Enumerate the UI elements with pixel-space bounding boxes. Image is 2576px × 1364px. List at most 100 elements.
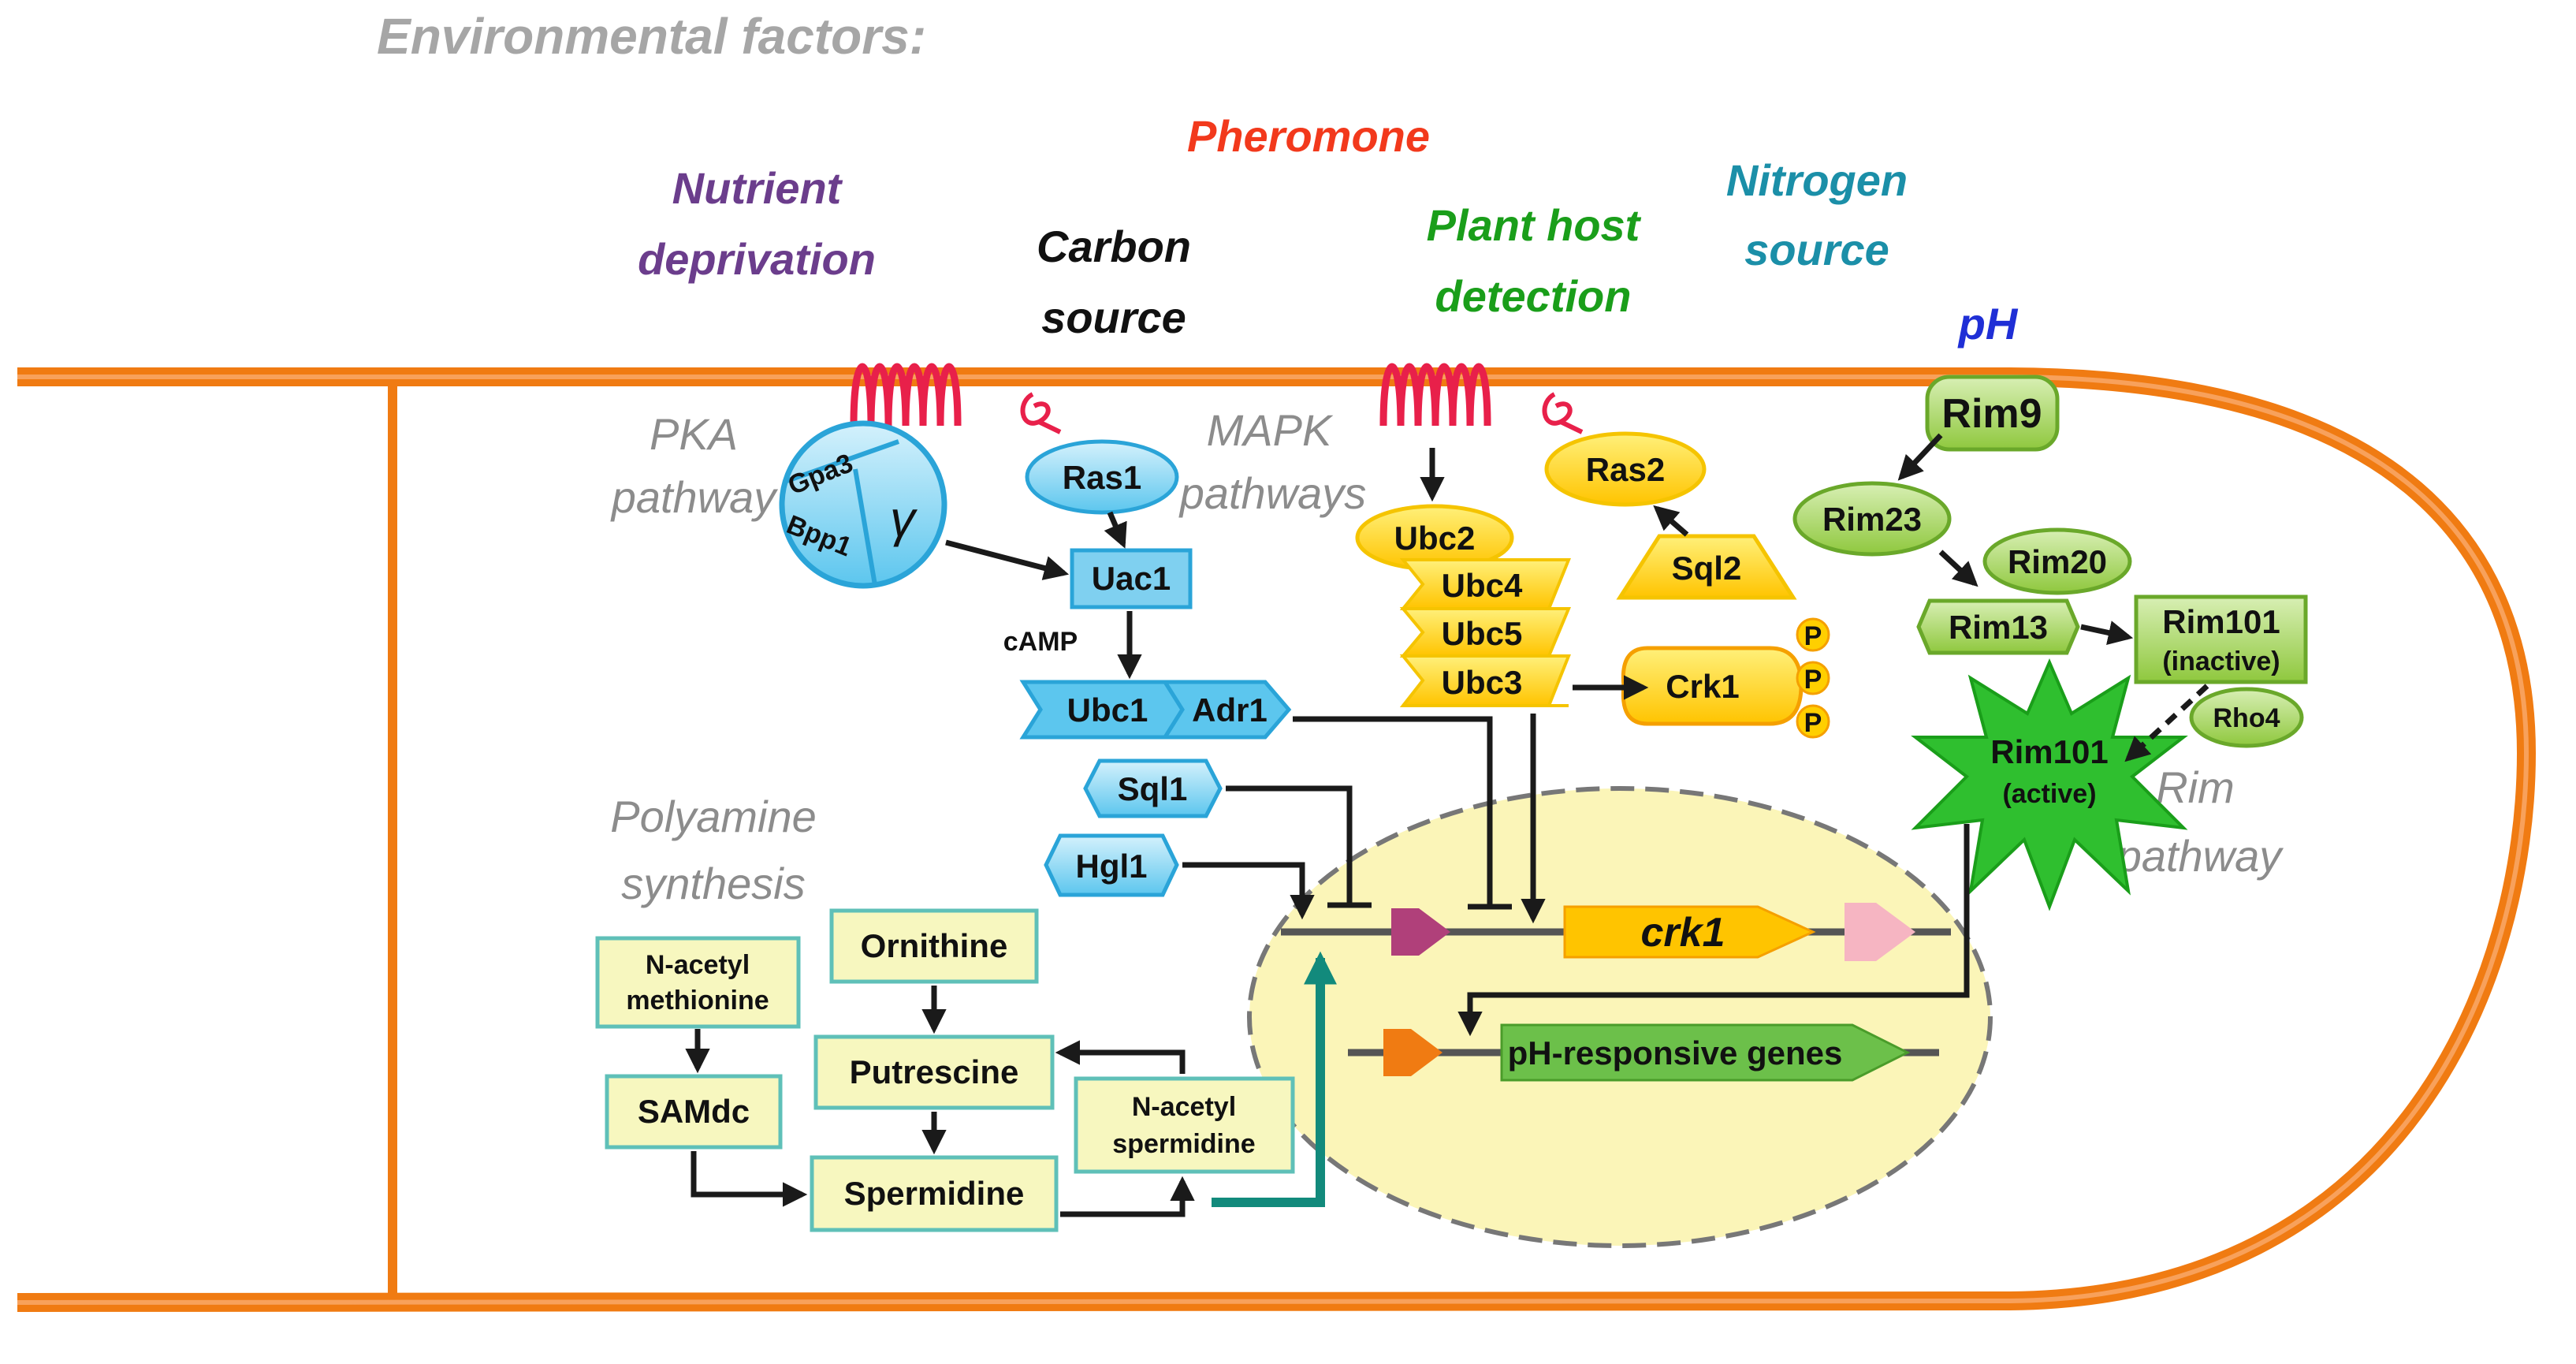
node-rim20: Rim20 [1982,527,2132,595]
rim-nodes: Rim9 Rim23 Rim20 Rim13 Rim101 (inactive)… [1792,375,2308,911]
svg-text:Ubc4: Ubc4 [1442,567,1523,604]
label-polyamine-synthesis-line2: synthesis [621,859,805,908]
factor-carbon-source-line2: source [1041,293,1186,342]
factor-pheromone: Pheromone [1187,111,1430,161]
gpcr-receptor-mapk-icon [1379,363,1491,427]
node-adr1: Adr1 [1161,680,1292,740]
ph-responsive-genes-arrow [1500,1023,1911,1082]
arrow-gprotein-uac1 [945,539,1070,580]
node-sql2: Sql2 [1616,534,1797,600]
mapk-nodes: Ubc2 Ubc4 Ubc5 Ubc3 Ras2 Sql2 Crk1 P [1355,431,1830,739]
factor-nutrient-deprivation-line2: deprivation [638,234,876,284]
label-pka-pathway-line1: PKA [650,409,738,459]
svg-text:(active): (active) [2002,779,2096,809]
crk1-gene-arrow [1563,905,1816,959]
label-rim-pathway-line1: Rim [2156,762,2235,812]
svg-text:methionine: methionine [626,986,769,1016]
node-rim23: Rim23 [1792,481,1952,557]
svg-text:Rim23: Rim23 [1822,501,1922,538]
node-gamma: γ [890,490,918,547]
svg-text:Adr1: Adr1 [1192,691,1268,729]
arrow-rim23-rim13 [1938,550,1979,587]
arrow-rim101-activation [2124,684,2209,762]
factor-plant-host-line2: detection [1435,271,1632,321]
pka-nodes: Ras1 Uac1 cAMP Ubc1 Adr1 Sql1 Hgl1 [1003,439,1292,897]
svg-text:Rim101: Rim101 [1990,733,2108,770]
node-ras1: Ras1 [1025,439,1179,515]
nucleus-contents: crk1 pH-responsive genes [1281,903,1951,1082]
node-uac1: Uac1 [1070,548,1193,609]
arrow-samdc-spermidine [691,1151,808,1207]
svg-text:Putrescine: Putrescine [850,1053,1019,1090]
node-ubc1: Ubc1 [1019,680,1185,740]
node-samdc: SAMdc [605,1074,783,1150]
heterotrimeric-g-protein: Gpa3 Bpp1 γ [779,420,947,589]
svg-text:Ras2: Ras2 [1586,451,1665,488]
arrow-ras1-uac1 [1104,511,1127,549]
lipid-anchor-ras1-icon [1020,392,1062,434]
factor-nitrogen-source-line2: source [1744,225,1889,274]
downstream-element-pink [1845,903,1915,961]
svg-text:P: P [1804,708,1822,738]
svg-text:spermidine: spermidine [1112,1129,1255,1159]
label-ph-responsive-genes: pH-responsive genes [1508,1034,1843,1071]
svg-text:Ubc2: Ubc2 [1394,520,1476,557]
node-rho4: Rho4 [2189,687,2304,748]
node-ubc3: Ubc3 [1399,654,1571,707]
node-ubc4: Ubc4 [1399,558,1571,610]
arrow-rim13-rim101 [2080,621,2134,646]
node-hgl1: Hgl1 [1044,833,1179,897]
factor-carbon-source-line1: Carbon [1037,222,1191,271]
node-n-acetyl-spermidine: N-acetyl spermidine [1074,1076,1295,1174]
polyamine-nodes: N-acetyl methionine SAMdc Ornithine Putr… [595,908,1295,1232]
svg-text:N-acetyl: N-acetyl [646,950,750,980]
svg-text:Rim20: Rim20 [2008,543,2107,580]
svg-text:Ubc5: Ubc5 [1442,615,1523,652]
edges [685,433,2209,1217]
label-mapk-pathways-line2: pathways [1178,468,1367,518]
label-polyamine-synthesis-line1: Polyamine [610,792,816,841]
gene-crk1: crk1 [1641,910,1725,956]
svg-text:Hgl1: Hgl1 [1075,848,1147,885]
svg-text:Ubc3: Ubc3 [1442,664,1523,701]
inhibit-adr1-crk1 [1293,716,1493,907]
node-ubc5: Ubc5 [1399,607,1571,658]
label-mapk-pathways-line1: MAPK [1207,405,1334,455]
svg-text:Ubc1: Ubc1 [1067,691,1148,729]
arrow-hgl1-crk1 [1182,862,1315,920]
factor-ph: pH [1957,299,2019,348]
svg-text:P: P [1804,665,1822,695]
svg-text:Rim13: Rim13 [1949,609,2048,646]
node-n-acetyl-methionine: N-acetyl methionine [595,936,801,1029]
promoter-element-orange [1383,1029,1442,1076]
svg-text:Rho4: Rho4 [2213,703,2280,733]
arrow-rim101-ph-genes [1457,824,1970,1037]
node-rim101-inactive: Rim101 (inactive) [2134,594,2308,684]
arrow-rim9-rim23 [1897,433,1943,481]
label-pka-pathway-line2: pathway [610,472,779,522]
arrow-polyamine-crk1-teal [1212,951,1337,1207]
svg-text:P: P [1804,621,1822,651]
svg-text:Rim101: Rim101 [2162,603,2280,640]
environmental-factors: Nutrient deprivation Pheromone Carbon so… [638,111,2019,348]
svg-text:N-acetyl: N-acetyl [1132,1092,1236,1122]
svg-text:Crk1: Crk1 [1666,668,1739,705]
label-camp: cAMP [1003,627,1078,657]
factor-plant-host-line1: Plant host [1427,200,1642,250]
lipid-anchor-ras2-icon [1542,392,1584,434]
diagram-title: Environmental factors: [377,8,926,65]
pathway-labels: PKA pathway MAPK pathways Polyamine synt… [610,405,2284,908]
svg-text:Rim9: Rim9 [1941,391,2042,437]
label-rim-pathway-line2: pathway [2116,831,2284,881]
svg-text:SAMdc: SAMdc [638,1093,750,1130]
svg-text:Uac1: Uac1 [1092,560,1171,597]
svg-text:Ras1: Ras1 [1063,459,1141,496]
node-sql1: Sql1 [1083,758,1223,818]
nucleus [1247,786,1993,1248]
factor-nutrient-deprivation-line1: Nutrient [672,163,843,213]
svg-text:Sql2: Sql2 [1672,550,1742,587]
svg-text:Sql1: Sql1 [1118,770,1188,807]
svg-text:(inactive): (inactive) [2162,647,2280,676]
promoter-element-magenta [1391,908,1450,956]
inhibit-sql1-crk1 [1226,785,1353,905]
